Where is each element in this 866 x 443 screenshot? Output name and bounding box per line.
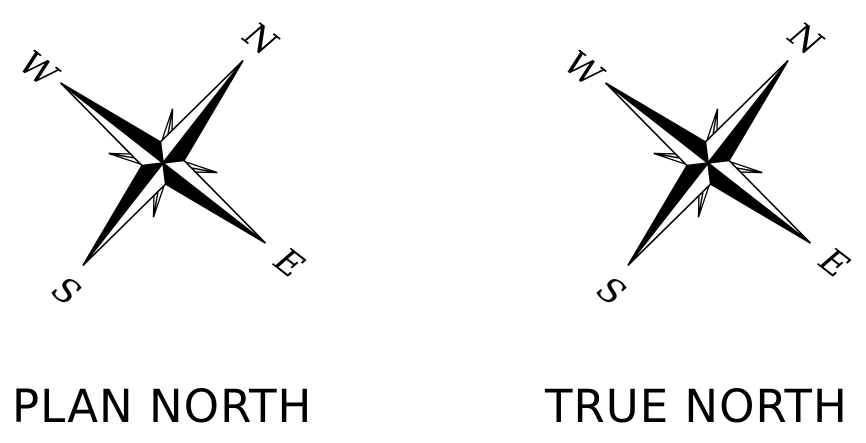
plan-north-caption: PLAN NORTH (12, 384, 342, 429)
south-label: S (589, 269, 632, 315)
compass-rose-icon: N E S W (545, 0, 866, 330)
south-label: S (44, 269, 87, 315)
true-north-compass: N E S W TRUE NORTH (545, 0, 866, 443)
north-label: N (235, 14, 285, 65)
west-label: W (557, 43, 612, 98)
plan-north-compass: N E S W PLAN NORTH (0, 0, 330, 443)
true-north-caption: TRUE NORTH (545, 384, 866, 429)
east-label: E (266, 240, 311, 288)
west-label: W (12, 43, 67, 98)
north-label: N (780, 14, 830, 65)
east-label: E (811, 240, 856, 288)
compass-rose-icon: N E S W (0, 0, 330, 330)
